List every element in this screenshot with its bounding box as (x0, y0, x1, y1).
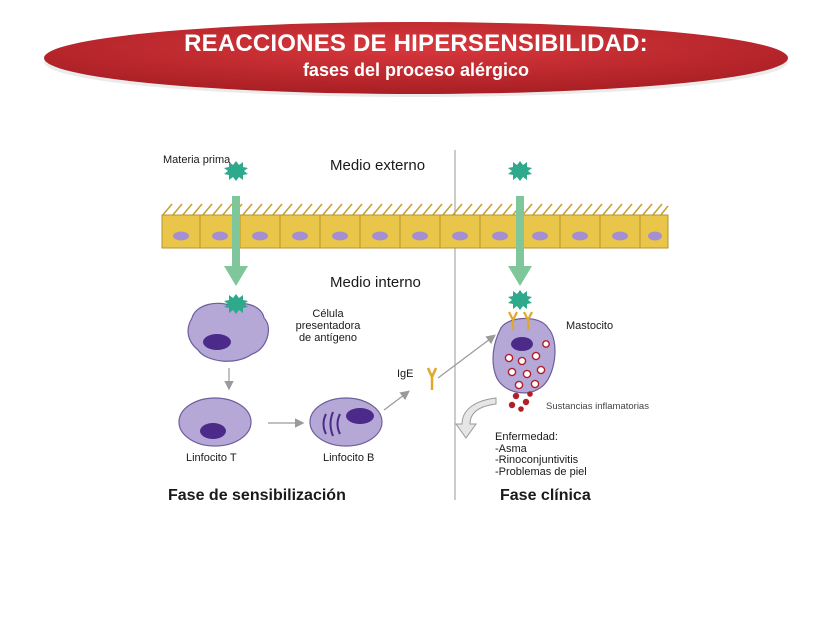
label-linfocito-b: Linfocito B (323, 452, 375, 464)
enfermedad-line: Enfermedad: (495, 431, 558, 443)
mast-cell (492, 290, 556, 394)
inflammatory-granules (508, 391, 533, 412)
label-celula-line: Célula (312, 308, 344, 320)
label-sustancias: Sustancias inflamatorias (546, 401, 649, 412)
label-linfocito-t: Linfocito T (186, 452, 237, 464)
curved-arrow-icon (455, 397, 497, 439)
lymphocyte-t (178, 397, 252, 447)
label-mastocito: Mastocito (566, 320, 614, 332)
ige-antibody-icon (426, 367, 438, 390)
enfermedad-line: -Problemas de piel (495, 465, 587, 478)
page-subtitle: fases del proceso alérgico (302, 60, 530, 80)
allergen-icon (224, 161, 248, 181)
label-enfermedad: Enfermedad: -Asma -Rinoconjuntivitis -Pr… (495, 431, 645, 478)
enfermedad-line: -Rinoconjuntivitis (495, 454, 579, 466)
label-celula-line: de antígeno (298, 332, 358, 344)
label-fase-sensibilizacion: Fase de sensibilización (168, 487, 346, 504)
label-fase-clinica: Fase clínica (500, 487, 591, 504)
title-banner (44, 22, 788, 97)
green-arrow-right (508, 196, 532, 286)
label-medio-externo: Medio externo (330, 157, 426, 174)
title-block: REACCIONES DE HIPERSENSIBILIDAD: fases d… (40, 30, 792, 81)
allergen-icon (508, 161, 532, 181)
green-arrow-left (224, 196, 248, 286)
label-ige: IgE (397, 368, 414, 380)
lymphocyte-b (309, 397, 383, 447)
label-medio-interno: Medio interno (330, 274, 421, 291)
page-title: REACCIONES DE HIPERSENSIBILIDAD: (184, 30, 648, 57)
epithelium-layer (161, 203, 669, 249)
label-materia-prima: Materia prima (163, 154, 231, 166)
label-celula-line: presentadora (295, 320, 361, 332)
antigen-presenting-cell (187, 294, 269, 362)
enfermedad-line: -Asma (495, 442, 527, 455)
label-celula-presentadora: Célula presentadora de antígeno (283, 308, 373, 344)
